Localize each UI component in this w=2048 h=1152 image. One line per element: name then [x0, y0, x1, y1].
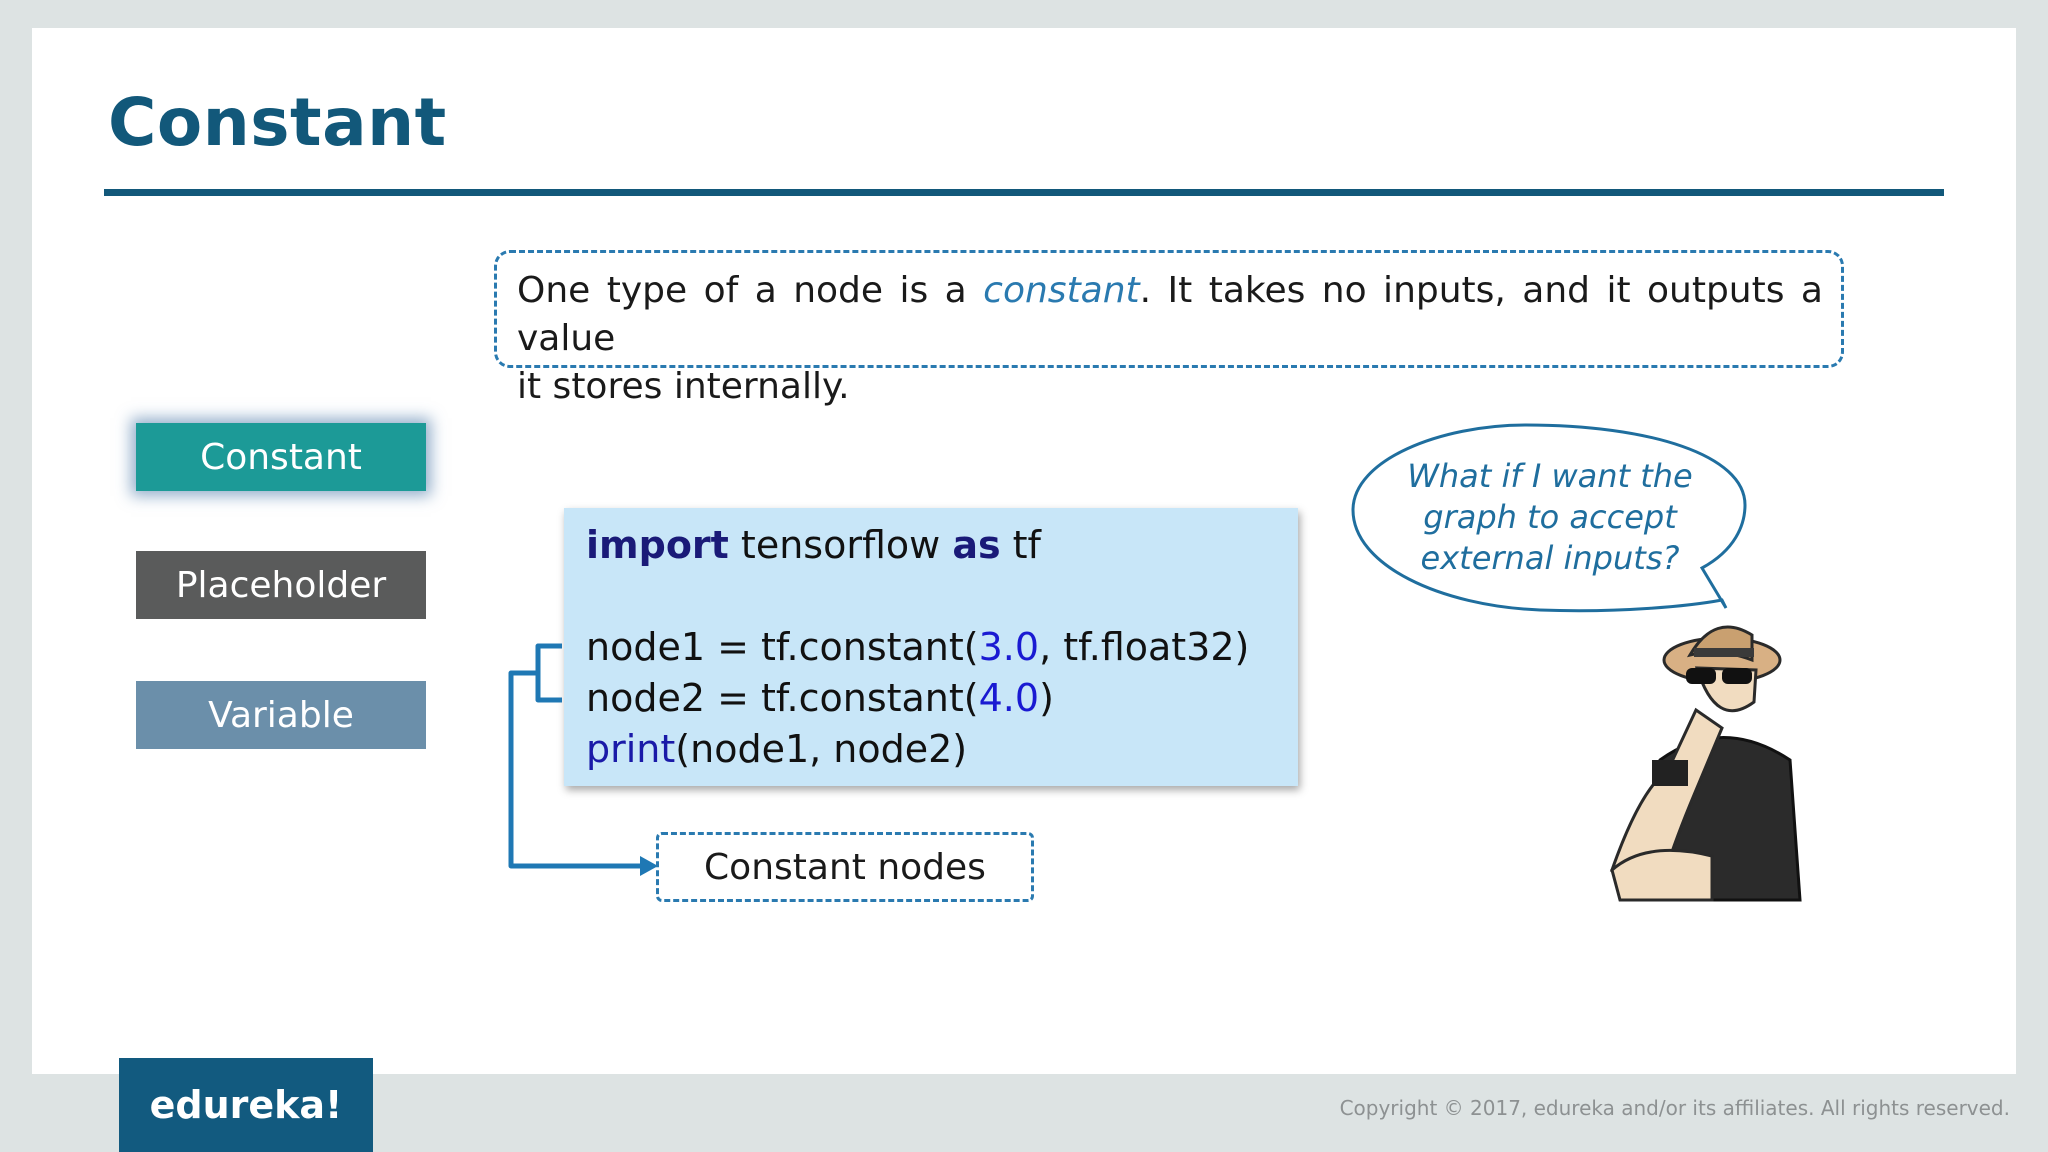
code-line-import: import tensorflow as tf	[586, 520, 1298, 571]
code-block: import tensorflow as tf node1 = tf.const…	[564, 508, 1298, 786]
node2-value: 4.0	[978, 676, 1040, 720]
bubble-line-2: graph to accept	[1423, 498, 1677, 536]
bubble-line-3: external inputs?	[1420, 539, 1680, 577]
slide-title: Constant	[108, 84, 447, 161]
node1-value: 3.0	[978, 625, 1040, 669]
bubble-line-1: What if I want the	[1407, 457, 1693, 495]
edureka-logo: edureka!	[119, 1058, 373, 1152]
constant-button[interactable]: Constant	[136, 423, 426, 491]
keyword-as: as	[952, 523, 1001, 567]
code-line-node2: node2 = tf.constant(4.0)	[586, 673, 1298, 724]
variable-button[interactable]: Variable	[136, 681, 426, 749]
description-text-1: One type of a node is a	[517, 270, 984, 311]
speech-bubble-text: What if I want the graph to accept exter…	[1360, 456, 1740, 579]
code-line-node1: node1 = tf.constant(3.0, tf.float32)	[586, 622, 1298, 673]
copyright-text: Copyright © 2017, edureka and/or its aff…	[1339, 1096, 2010, 1120]
speech-bubble	[1351, 423, 1747, 613]
thinking-man-icon	[1609, 625, 1802, 902]
keyword-import: import	[586, 523, 729, 567]
code-line-print: print(node1, node2)	[586, 724, 1298, 775]
module-alias: tf	[1000, 523, 1041, 567]
node2-assign: node2 = tf.constant(	[586, 676, 979, 720]
bracket-connector	[508, 643, 648, 869]
description-text-2: . It takes no inputs, and it outputs a v…	[517, 270, 1823, 359]
description-text-3: it stores internally.	[517, 366, 850, 407]
title-underline	[104, 189, 1944, 196]
arrow-head-icon	[640, 856, 658, 876]
placeholder-button[interactable]: Placeholder	[136, 551, 426, 619]
print-function: print	[586, 727, 676, 771]
node1-assign: node1 = tf.constant(	[586, 625, 979, 669]
constant-nodes-callout: Constant nodes	[656, 832, 1034, 902]
print-args: (node1, node2)	[675, 727, 968, 771]
description-emphasis: constant	[983, 270, 1140, 311]
node1-dtype: , tf.float32)	[1039, 625, 1250, 669]
module-name: tensorflow	[728, 523, 953, 567]
description-box: One type of a node is a constant. It tak…	[494, 250, 1844, 407]
node2-close: )	[1039, 676, 1054, 720]
